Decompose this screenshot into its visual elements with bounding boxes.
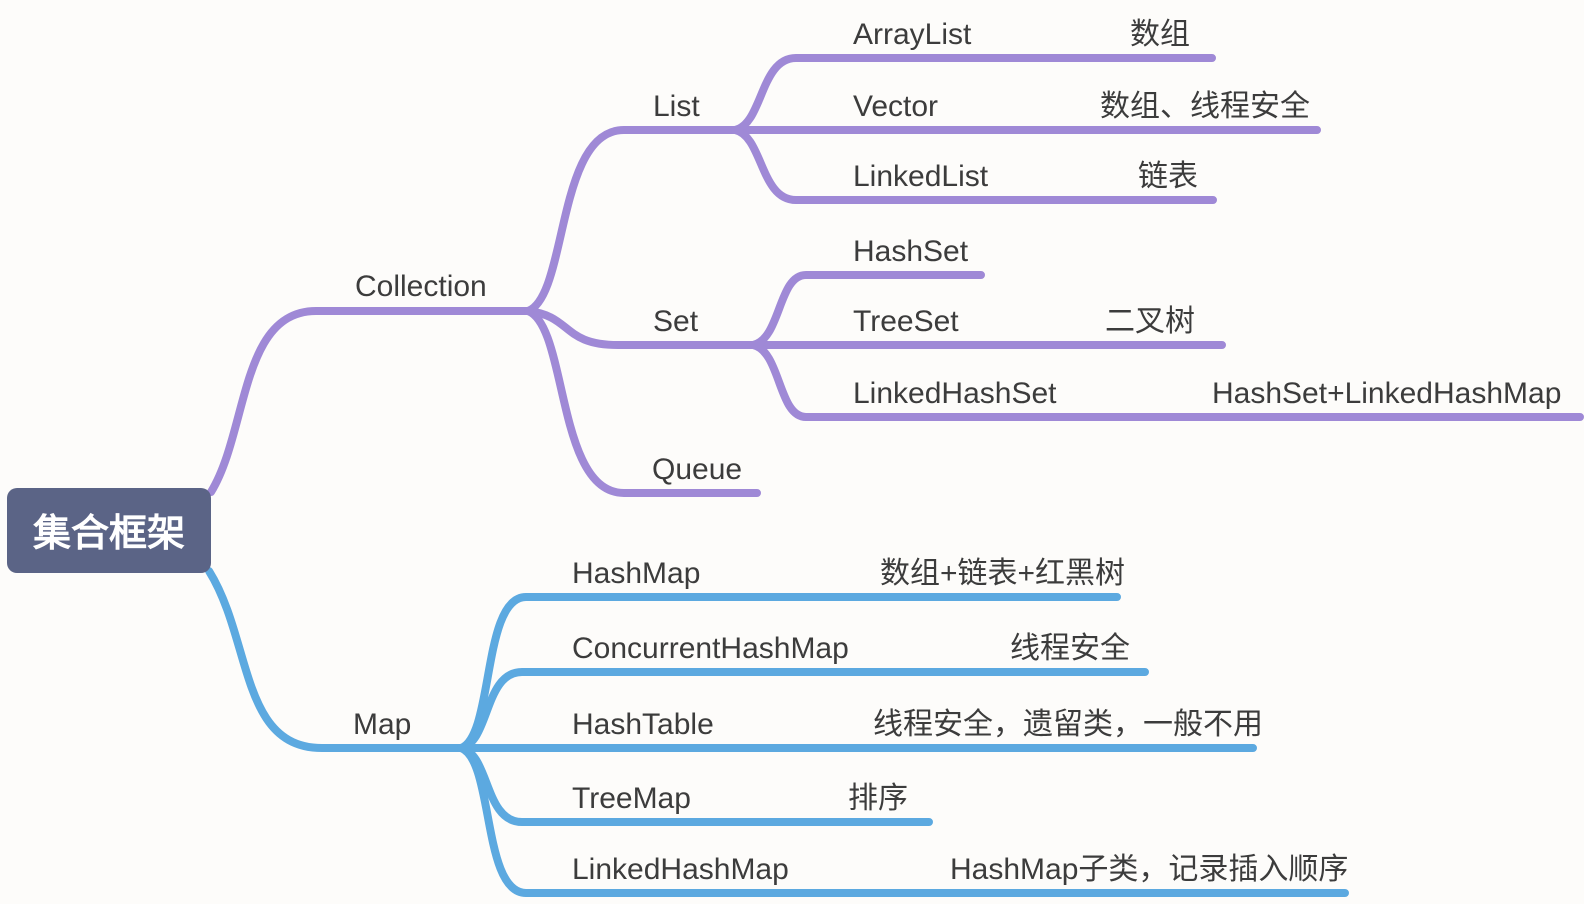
- branch-line-list-to-arraylist: [731, 54, 1216, 134]
- node-label-linkedhashset[interactable]: LinkedHashSet: [853, 377, 1057, 410]
- node-label-treemap[interactable]: TreeMap: [572, 782, 691, 815]
- node-label-hashset[interactable]: HashSet: [853, 235, 969, 268]
- node-label-queue[interactable]: Queue: [652, 453, 742, 486]
- node-label-treeset[interactable]: TreeSet: [853, 305, 959, 338]
- branch-line-collection-to-queue: [524, 307, 761, 497]
- node-note-linkedhashset[interactable]: HashSet+LinkedHashMap: [1212, 377, 1561, 410]
- branch-line-collection-to-list-vector: [524, 126, 1321, 315]
- node-note-treemap[interactable]: 排序: [848, 782, 908, 815]
- node-label-collection[interactable]: Collection: [355, 270, 487, 303]
- branch-line-root-to-collection: [207, 307, 532, 496]
- branch-line-map-to-linkedhashmap: [457, 744, 1349, 897]
- node-label-concurrenthashmap[interactable]: ConcurrentHashMap: [572, 632, 849, 665]
- node-note-concurrenthashmap[interactable]: 线程安全: [1010, 632, 1130, 665]
- branch-line-map-to-concurrenthashmap: [457, 668, 1149, 752]
- node-label-vector[interactable]: Vector: [853, 90, 938, 123]
- node-label-linkedhashmap[interactable]: LinkedHashMap: [572, 853, 789, 886]
- branch-line-list-to-linkedlist: [731, 126, 1217, 204]
- node-label-set[interactable]: Set: [653, 305, 699, 338]
- node-label-list[interactable]: List: [653, 90, 700, 123]
- root-node-label[interactable]: 集合框架: [32, 513, 185, 555]
- node-note-arraylist[interactable]: 数组: [1130, 18, 1190, 51]
- node-label-map[interactable]: Map: [353, 708, 411, 741]
- node-label-hashmap[interactable]: HashMap: [572, 557, 700, 590]
- branch-line-collection-to-set-treeset: [524, 307, 1226, 349]
- branch-line-set-to-linkedhashset: [749, 341, 1584, 421]
- node-note-vector[interactable]: 数组、线程安全: [1100, 90, 1310, 123]
- node-note-linkedlist[interactable]: 链表: [1138, 160, 1198, 193]
- node-note-hashmap[interactable]: 数组+链表+红黑树: [880, 557, 1125, 590]
- node-note-linkedhashmap[interactable]: HashMap子类，记录插入顺序: [950, 853, 1348, 886]
- root-node[interactable]: [7, 488, 211, 573]
- node-label-linkedlist[interactable]: LinkedList: [853, 160, 989, 193]
- node-note-hashtable[interactable]: 线程安全，遗留类，一般不用: [873, 708, 1263, 741]
- node-note-treeset[interactable]: 二叉树: [1105, 305, 1195, 338]
- node-label-arraylist[interactable]: ArrayList: [853, 18, 972, 51]
- branch-line-set-to-hashset: [749, 271, 985, 349]
- branch-line-root-to-map-hashtable: [205, 567, 1257, 752]
- node-label-hashtable[interactable]: HashTable: [572, 708, 714, 741]
